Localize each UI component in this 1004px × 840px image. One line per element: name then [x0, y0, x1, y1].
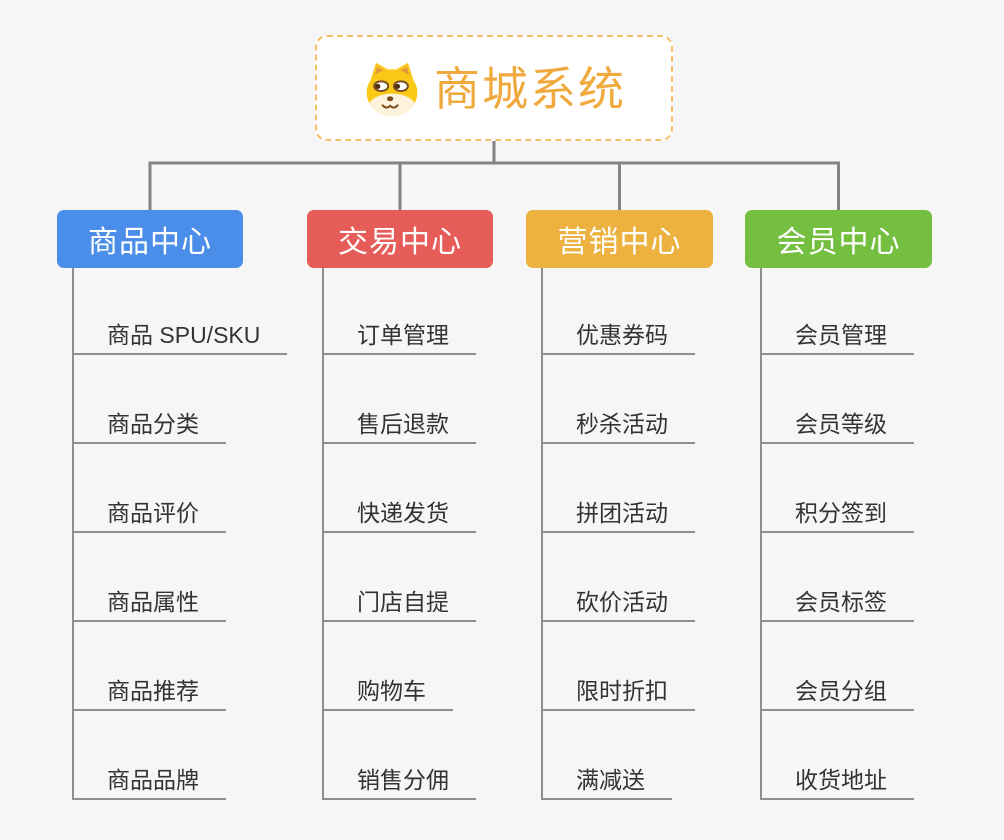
leaf-node-label: 秒杀活动 — [576, 411, 668, 437]
leaf-node-label: 拼团活动 — [576, 500, 668, 526]
leaf-node[interactable]: 订单管理 — [323, 309, 476, 355]
leaf-node-label: 会员等级 — [795, 411, 887, 437]
leaf-node-label: 商品 SPU/SKU — [107, 322, 261, 348]
leaf-node[interactable]: 秒杀活动 — [542, 398, 695, 444]
leaf-node[interactable]: 商品品牌 — [73, 754, 226, 800]
leaf-node[interactable]: 满减送 — [542, 754, 672, 800]
leaf-node-label: 商品品牌 — [107, 767, 199, 793]
leaf-node-label: 商品属性 — [107, 589, 199, 615]
leaf-node-label: 优惠券码 — [576, 322, 668, 348]
root-node-title: 商城系统 — [434, 63, 626, 115]
leaf-node[interactable]: 积分签到 — [761, 487, 914, 533]
branch-node-label: 营销中心 — [557, 226, 682, 259]
leaf-node[interactable]: 商品分类 — [73, 398, 226, 444]
branch-node-label: 商品中心 — [88, 226, 212, 259]
leaf-node-label: 商品分类 — [107, 411, 199, 437]
leaf-node-label: 订单管理 — [357, 322, 449, 348]
leaf-node[interactable]: 销售分佣 — [323, 754, 476, 800]
leaf-node[interactable]: 会员分组 — [761, 665, 914, 711]
leaf-node-label: 门店自提 — [357, 589, 449, 615]
leaf-node-label: 售后退款 — [357, 411, 449, 437]
root-node[interactable]: 商城系统 — [315, 35, 673, 141]
leaf-node[interactable]: 门店自提 — [323, 576, 476, 622]
leaf-node-label: 会员分组 — [795, 678, 887, 704]
leaf-node-label: 快递发货 — [357, 500, 449, 526]
branch-node[interactable]: 交易中心 — [307, 210, 493, 268]
branch-node-label: 会员中心 — [776, 226, 901, 259]
leaf-node-label: 砍价活动 — [576, 589, 668, 615]
branch-node[interactable]: 会员中心 — [745, 210, 932, 268]
leaf-node[interactable]: 商品评价 — [73, 487, 226, 533]
leaf-node-label: 收货地址 — [795, 767, 887, 793]
leaf-node[interactable]: 商品 SPU/SKU — [73, 309, 288, 355]
leaf-node[interactable]: 限时折扣 — [542, 665, 695, 711]
leaf-node-label: 销售分佣 — [357, 767, 449, 793]
leaf-node-label: 会员管理 — [795, 322, 887, 348]
leaf-node[interactable]: 购物车 — [323, 665, 453, 711]
branch-node[interactable]: 营销中心 — [526, 210, 713, 268]
leaf-node-label: 购物车 — [357, 678, 426, 704]
leaf-node[interactable]: 收货地址 — [761, 754, 914, 800]
leaf-node-label: 积分签到 — [795, 500, 887, 526]
leaf-node[interactable]: 会员标签 — [761, 576, 914, 622]
leaf-node[interactable]: 拼团活动 — [542, 487, 695, 533]
leaf-node[interactable]: 快递发货 — [323, 487, 476, 533]
leaf-node-label: 商品推荐 — [107, 678, 199, 704]
leaf-node[interactable]: 会员等级 — [761, 398, 914, 444]
leaf-node[interactable]: 砍价活动 — [542, 576, 695, 622]
branch-node-label: 交易中心 — [338, 226, 462, 259]
leaf-node[interactable]: 优惠券码 — [542, 309, 695, 355]
dog-face-icon — [362, 58, 422, 118]
leaf-node-label: 商品评价 — [107, 500, 199, 526]
leaf-node-label: 满减送 — [576, 767, 645, 793]
branch-node[interactable]: 商品中心 — [57, 210, 243, 268]
leaf-node[interactable]: 会员管理 — [761, 309, 914, 355]
leaf-node[interactable]: 售后退款 — [323, 398, 476, 444]
leaf-node-label: 会员标签 — [795, 589, 887, 615]
leaf-node-label: 限时折扣 — [576, 678, 668, 704]
leaf-node[interactable]: 商品推荐 — [73, 665, 226, 711]
leaf-node[interactable]: 商品属性 — [73, 576, 226, 622]
